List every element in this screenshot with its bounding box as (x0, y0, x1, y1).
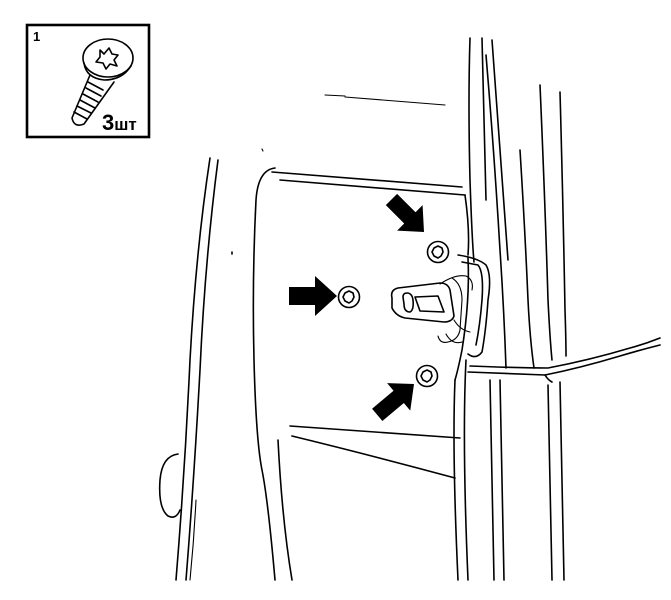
screw-middle (337, 285, 361, 309)
callout-quantity: 3шт (102, 110, 137, 135)
screw-callout: 1 3шт (25, 23, 151, 139)
arrow-icon (289, 276, 337, 316)
screw-lower (415, 364, 439, 388)
callout-number: 1 (33, 29, 40, 44)
door-pillar-drawing (158, 37, 661, 581)
callout-quantity-value: 3 (102, 110, 114, 135)
arrow-icon (372, 383, 414, 421)
callout-quantity-unit: шт (114, 115, 137, 134)
torx-screw-icon (71, 38, 134, 126)
arrow-icon (385, 193, 424, 232)
screw-upper (426, 240, 450, 264)
